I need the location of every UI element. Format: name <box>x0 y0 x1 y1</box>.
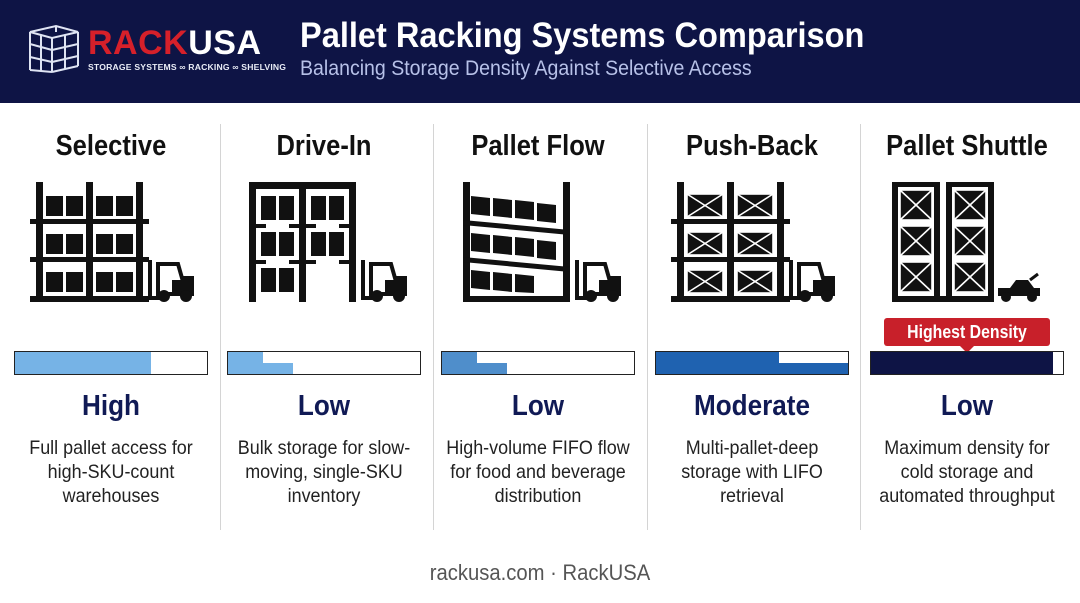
pallet-flow-rack-illustration <box>463 182 621 302</box>
push-back-rack-illustration <box>671 182 835 302</box>
system-name: Pallet Flow <box>471 130 605 162</box>
column-divider <box>647 124 648 530</box>
selectivity-bar-fill <box>442 363 508 374</box>
header-banner: RACKUSA STORAGE SYSTEMS ∞ RACKING ∞ SHEL… <box>0 0 1080 103</box>
brand-name-part1: RACK <box>88 24 189 62</box>
system-name: Drive-In <box>276 130 372 162</box>
brand-logo[interactable]: RACKUSA STORAGE SYSTEMS ∞ RACKING ∞ SHEL… <box>26 20 286 82</box>
selectivity-rating: High <box>82 390 140 422</box>
column-divider <box>860 124 861 530</box>
forklift-icon <box>789 260 835 302</box>
forklift-icon <box>148 260 194 302</box>
brand-wordmark: RACKUSA <box>88 26 262 60</box>
system-description: Multi-pallet-deep storage with LIFO retr… <box>681 437 823 507</box>
selectivity-bar <box>14 351 208 375</box>
selectivity-bar <box>655 351 849 375</box>
selectivity-bar-fill <box>871 352 1054 374</box>
selectivity-rating: Moderate <box>693 390 811 422</box>
system-card-pallet-shuttle: Pallet Shuttle Highest Density Low <box>860 118 1074 530</box>
brand-tagline: STORAGE SYSTEMS ∞ RACKING ∞ SHELVING <box>88 62 287 72</box>
badge-pointer <box>959 345 975 353</box>
selectivity-rating: Low <box>511 390 565 422</box>
selectivity-rating: Low <box>940 390 994 422</box>
selectivity-bar <box>441 351 635 375</box>
selective-rack-illustration <box>30 182 194 302</box>
system-description: Full pallet access for high-SKU-count wa… <box>29 437 193 507</box>
shuttle-cart-icon <box>998 272 1040 302</box>
system-name: Selective <box>55 130 167 162</box>
forklift-icon <box>361 260 407 302</box>
selectivity-bar-fill-upper <box>228 352 263 363</box>
selectivity-rating: Low <box>297 390 351 422</box>
system-description: High-volume FIFO flow for food and bever… <box>446 437 630 507</box>
system-description: Bulk storage for slow-moving, single-SKU… <box>237 437 411 507</box>
system-name: Push-Back <box>686 130 818 162</box>
column-divider <box>433 124 434 530</box>
selectivity-bar <box>870 351 1064 375</box>
selectivity-bar-fill <box>228 363 294 374</box>
system-card-drive-in: Drive-In Low Bulk storage for slow-movin… <box>217 118 431 530</box>
footer-credit[interactable]: rackusa.com · RackUSA <box>429 560 651 585</box>
highest-density-badge: Highest Density <box>884 318 1050 353</box>
page-subtitle: Balancing Storage Density Against Select… <box>300 57 752 80</box>
drive-in-rack-illustration <box>249 182 407 302</box>
pallet-shuttle-rack-illustration <box>892 182 1040 302</box>
brand-name-part2: USA <box>188 24 262 62</box>
selectivity-bar-fill-upper <box>656 352 779 363</box>
forklift-icon <box>575 260 621 302</box>
system-card-pallet-flow: Pallet Flow Low High-volume FIFO flow fo… <box>431 118 645 530</box>
system-name: Pallet Shuttle <box>886 130 1048 162</box>
selectivity-bar-fill <box>15 352 152 374</box>
selectivity-bar-fill-upper <box>442 352 477 363</box>
badge-label: Highest Density <box>907 322 1027 342</box>
rack-logo-icon <box>29 24 79 73</box>
system-card-selective: Selective High Full pallet access for hi… <box>4 118 218 530</box>
system-description: Maximum density for cold storage and aut… <box>879 437 1055 507</box>
selectivity-bar <box>227 351 421 375</box>
selectivity-bar-fill <box>656 363 848 374</box>
page-title: Pallet Racking Systems Comparison <box>300 16 865 55</box>
system-card-push-back: Push-Back Moderate Multi-pallet-deep sto… <box>645 118 859 530</box>
column-divider <box>220 124 221 530</box>
